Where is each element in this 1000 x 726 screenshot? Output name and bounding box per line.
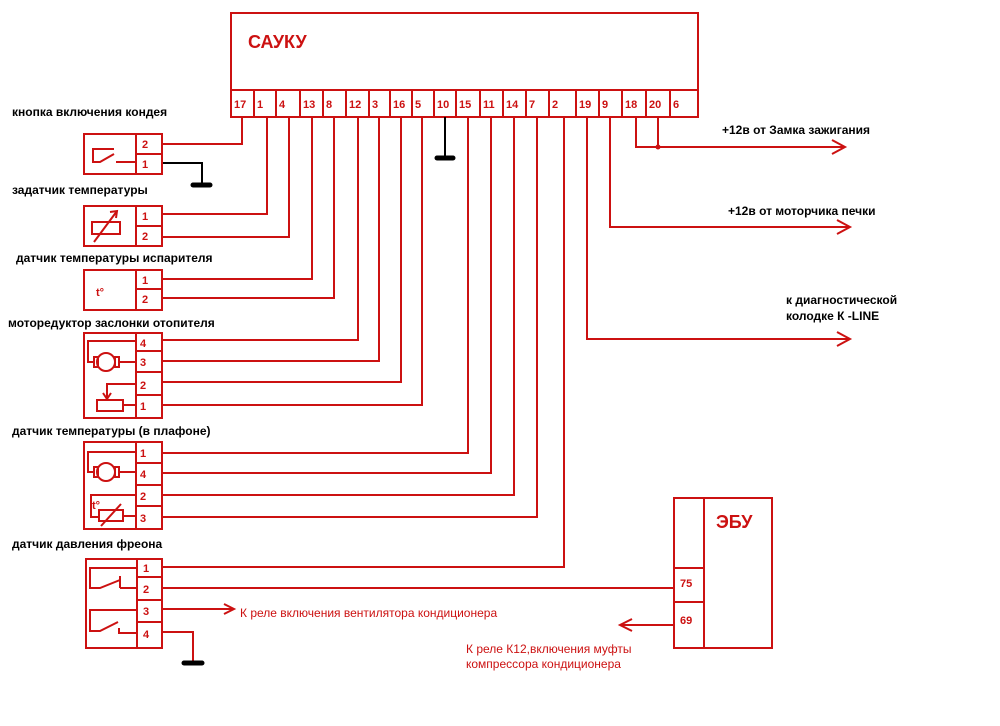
wire-pin11 xyxy=(162,117,492,474)
ecu-title: ЭБУ xyxy=(716,512,753,532)
controller-pin-label: 6 xyxy=(673,99,679,111)
wire-pin16 xyxy=(162,117,402,383)
svg-text:2: 2 xyxy=(142,294,148,306)
potentiometer-icon xyxy=(96,383,136,412)
label-diag-2: колодке К -LINE xyxy=(786,309,879,323)
controller-pin-label: 17 xyxy=(234,99,246,111)
svg-text:4: 4 xyxy=(140,338,147,350)
arrow-icon xyxy=(836,219,853,235)
controller-pin-label: 9 xyxy=(602,99,608,111)
svg-text:2: 2 xyxy=(142,139,148,151)
label-k12-2: компрессора кондиционера xyxy=(466,657,621,671)
controller-pin-label: 12 xyxy=(349,99,361,111)
svg-text:3: 3 xyxy=(140,357,146,369)
wire-pin7 xyxy=(162,117,538,518)
wire-pin9 xyxy=(609,117,850,228)
variable-resistor-icon xyxy=(91,209,121,243)
controller-pin-label: 7 xyxy=(529,99,535,111)
controller-pin-label: 3 xyxy=(372,99,378,111)
component-label: моторедуктор заслонки отопителя xyxy=(8,316,215,330)
svg-text:1: 1 xyxy=(140,401,146,413)
svg-text:3: 3 xyxy=(140,513,146,525)
label-fan-relay: К реле включения вентилятора кондиционер… xyxy=(240,606,497,620)
temperature-sensor-icon: t° xyxy=(96,287,104,299)
component-temp-setter: задатчик температуры 1 2 xyxy=(12,183,163,247)
component-label: датчик давления фреона xyxy=(12,537,163,551)
motor-icon xyxy=(87,340,136,372)
svg-text:1: 1 xyxy=(142,211,148,223)
controller-pin-label: 5 xyxy=(415,99,421,111)
wire-pin1 xyxy=(162,117,268,215)
controller-pin-label: 18 xyxy=(625,99,637,111)
controller-pin-label: 8 xyxy=(326,99,332,111)
controller-pin-label: 13 xyxy=(303,99,315,111)
label-heater-motor: +12в от моторчика печки xyxy=(728,204,875,218)
controller-pin-label: 14 xyxy=(506,99,519,111)
controller-pin-cell xyxy=(669,89,699,118)
svg-text:2: 2 xyxy=(140,491,146,503)
wire-pin5 xyxy=(162,117,423,406)
wire-pin13 xyxy=(162,117,313,280)
controller-pin-label: 10 xyxy=(437,99,449,111)
wire-pin8 xyxy=(162,117,335,299)
svg-text:2: 2 xyxy=(142,231,148,243)
label-k12-1: К реле К12,включения муфты xyxy=(466,642,632,656)
label-diag-1: к диагностической xyxy=(786,293,897,307)
svg-text:1: 1 xyxy=(142,159,148,171)
component-evaporator-sensor: датчик температуры испарителя 1 2 t° xyxy=(16,251,213,311)
wires xyxy=(162,117,853,666)
wire-pin19 xyxy=(586,117,850,340)
component-label: кнопка включения кондея xyxy=(12,105,167,119)
wire-pin4 xyxy=(162,117,290,238)
controller-pin-label: 4 xyxy=(279,99,286,111)
wire-pin3 xyxy=(162,117,380,362)
wire-pin12 xyxy=(162,117,359,341)
wire-switch-ground xyxy=(162,162,203,184)
controller-pin-label: 20 xyxy=(649,99,661,111)
arrow-icon xyxy=(831,139,848,155)
switch-icon xyxy=(92,148,115,163)
wire-pin15 xyxy=(162,117,469,454)
label-ignition: +12в от Замка зажигания xyxy=(722,123,870,137)
arrow-icon xyxy=(223,603,237,615)
svg-text:t°: t° xyxy=(92,500,100,512)
controller-pin-label: 16 xyxy=(393,99,405,111)
svg-text:1: 1 xyxy=(143,563,149,575)
component-freon-pressure-sensor: датчик давления фреона 1 2 3 4 xyxy=(12,537,163,649)
wire-pin18 xyxy=(635,117,845,148)
ecu: ЭБУ 75 69 xyxy=(673,497,773,649)
ecu-pin-75: 75 xyxy=(680,578,692,590)
svg-text:4: 4 xyxy=(140,469,147,481)
controller-pin-label: 15 xyxy=(459,99,471,111)
component-ac-button: кнопка включения кондея 2 1 xyxy=(12,105,167,175)
wire-pin17 xyxy=(162,117,243,145)
component-label: датчик температуры (в плафоне) xyxy=(12,424,211,438)
ecu-pin-69: 69 xyxy=(680,615,692,627)
component-label: задатчик температуры xyxy=(12,183,148,197)
controller-pin-label: 1 xyxy=(257,99,263,111)
controller-title: САУКУ xyxy=(248,32,307,52)
component-label: датчик температуры испарителя xyxy=(16,251,213,265)
component-heater-flap-motor: моторедуктор заслонки отопителя 4 3 2 1 xyxy=(8,316,215,419)
svg-text:4: 4 xyxy=(143,629,150,641)
controller-pin-label: 19 xyxy=(579,99,591,111)
wire-freon-4-ground xyxy=(162,631,194,662)
arrow-icon xyxy=(617,618,633,632)
svg-text:2: 2 xyxy=(140,380,146,392)
arrow-icon xyxy=(836,331,853,347)
wire-pin14 xyxy=(162,117,515,496)
svg-text:1: 1 xyxy=(142,275,148,287)
svg-text:2: 2 xyxy=(143,584,149,596)
thermistor-icon: t° xyxy=(90,494,136,527)
component-cabin-temp-sensor: датчик температуры (в плафоне) 1 4 2 3 t… xyxy=(12,424,211,530)
svg-text:3: 3 xyxy=(143,606,149,618)
motor-icon xyxy=(87,451,136,482)
wire-pin2 xyxy=(162,117,565,568)
controller-pin-label: 11 xyxy=(483,99,495,111)
controller-pin-label: 2 xyxy=(552,99,558,111)
svg-text:1: 1 xyxy=(140,448,146,460)
pressure-switch-icon xyxy=(89,567,137,634)
